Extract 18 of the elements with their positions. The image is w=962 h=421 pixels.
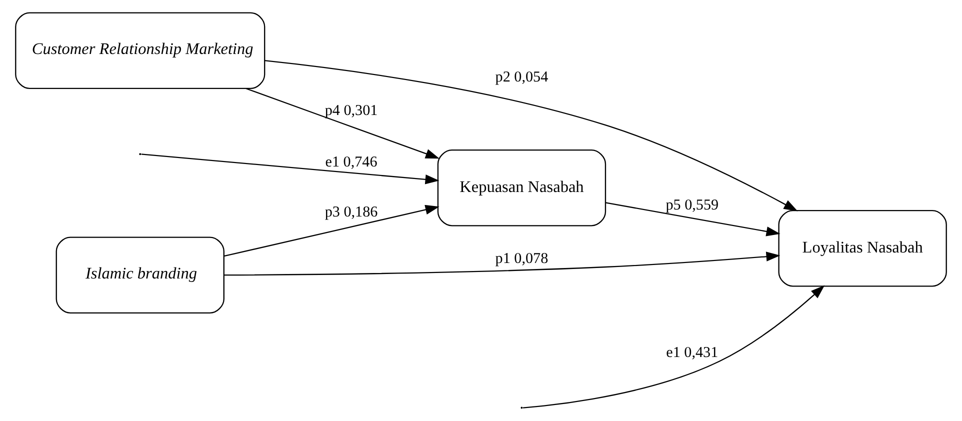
edge-label: p4 0,301 bbox=[324, 103, 378, 120]
node-box: Islamic branding bbox=[56, 236, 224, 314]
arrow bbox=[522, 285, 825, 408]
edge-label: p3 0,186 bbox=[324, 204, 378, 220]
edge-label: p5 0,559 bbox=[666, 197, 719, 214]
arrow bbox=[606, 202, 780, 236]
node-box: Customer Relationship Marketing bbox=[15, 12, 266, 90]
edge-label: p2 0,054 bbox=[495, 69, 548, 86]
edge-label: e1 0,431 bbox=[666, 345, 718, 362]
arrow bbox=[246, 88, 440, 159]
arrow bbox=[141, 154, 440, 184]
arrow bbox=[224, 252, 780, 276]
node-box: Kepuasan Nasabah bbox=[437, 150, 606, 226]
edge-label: e1 0,746 bbox=[325, 154, 378, 170]
arrow bbox=[224, 204, 440, 257]
node-box: Loyalitas Nasabah bbox=[778, 210, 947, 287]
arrow bbox=[264, 60, 798, 212]
edge-label: p1 0,078 bbox=[495, 250, 548, 267]
